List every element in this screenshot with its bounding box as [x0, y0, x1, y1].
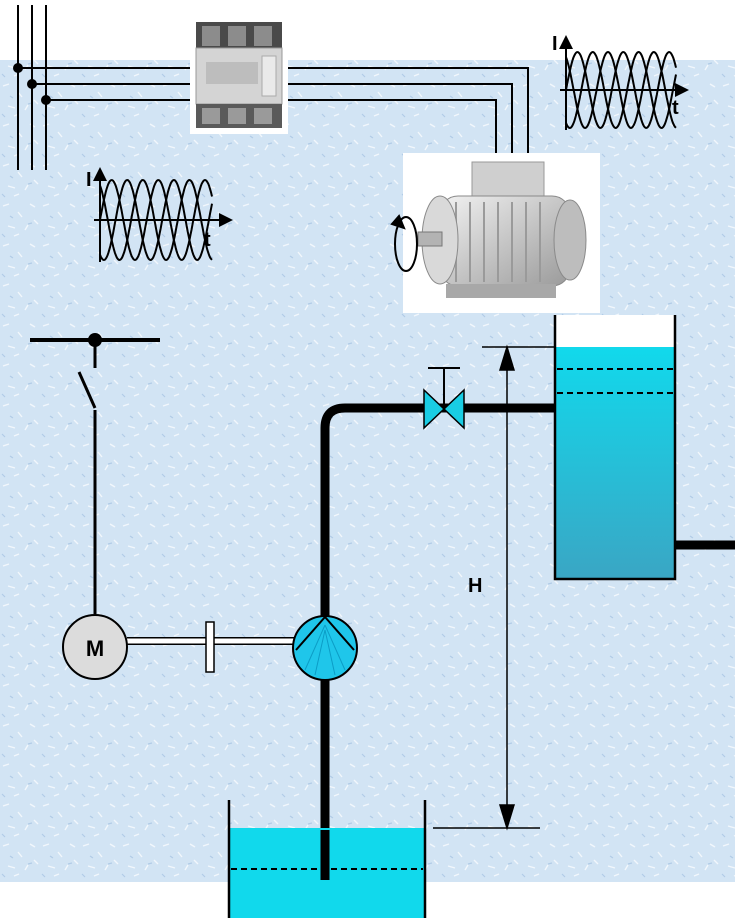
contactor-icon — [190, 18, 288, 134]
supply-wires — [13, 63, 190, 105]
upper-tank — [553, 315, 677, 581]
rotation-arrow-icon — [390, 214, 418, 272]
pump-icon — [292, 615, 358, 681]
time-axis-label-top: t — [672, 97, 679, 119]
electric-motor-icon — [403, 153, 600, 313]
head-dimension — [433, 344, 555, 831]
motor-wires — [285, 67, 529, 165]
current-axis-label-top: I — [552, 33, 558, 55]
time-axis-label-left: t — [204, 229, 211, 251]
valve-icon — [423, 367, 465, 430]
pipe — [320, 403, 735, 880]
head-label: H — [468, 575, 482, 597]
switch-icon — [30, 333, 160, 614]
current-waveform-top — [559, 35, 689, 130]
motor-symbol-icon — [62, 614, 294, 680]
current-axis-label-left: I — [86, 169, 92, 191]
current-waveform-left — [93, 167, 233, 262]
motor-symbol-label: M — [86, 636, 104, 661]
lower-tank — [227, 800, 427, 918]
